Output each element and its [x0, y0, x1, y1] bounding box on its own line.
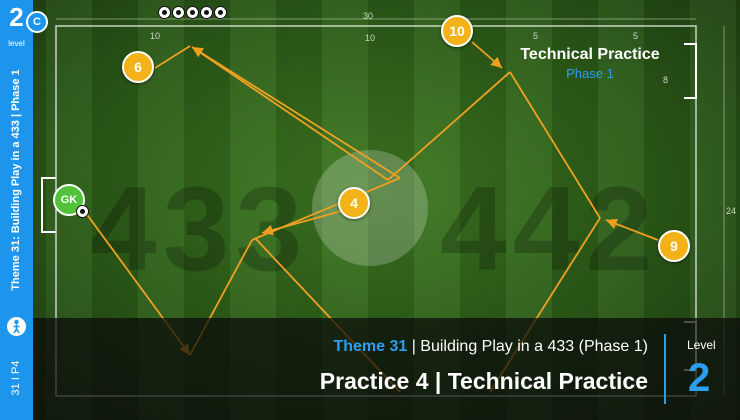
dim-mid-10: 10 [365, 33, 376, 43]
practice-title: Technical Practice [520, 46, 660, 63]
ball-icon [200, 6, 213, 19]
ball-icon [186, 6, 199, 19]
practice-phase: Phase 1 [566, 66, 614, 81]
sidebar-level-label: level [8, 39, 25, 48]
ball-icon [172, 6, 185, 19]
player-6-marker[interactable]: 6 [122, 51, 154, 83]
sidebar-practice-code: 31 I P4 [10, 360, 22, 396]
theme-number: Theme 31 [333, 338, 408, 355]
overlay-divider [664, 334, 666, 404]
ball-icon [76, 205, 89, 218]
player-4-marker[interactable]: 4 [338, 187, 370, 219]
dim-top-width: 30 [363, 11, 374, 21]
right-goal-top [684, 43, 697, 99]
sidebar-theme-title: Theme 31: Building Play in a 433 | Phase… [10, 69, 22, 291]
left-goal [41, 177, 56, 233]
overlay-level-value: 2 [688, 356, 711, 400]
player-10-marker[interactable]: 10 [441, 15, 473, 47]
sidebar: 2 level Theme 31: Building Play in a 433… [0, 0, 33, 420]
info-overlay: Theme 31 | Building Play in a 433 (Phase… [33, 318, 740, 420]
practice-heading: Practice 4 | Technical Practice [319, 368, 648, 394]
run-line [261, 209, 346, 236]
player-9-marker[interactable]: 9 [658, 230, 690, 262]
run-line [191, 46, 389, 181]
run-line [471, 41, 503, 69]
run-line [191, 46, 401, 179]
theme-description: | Building Play in a 433 (Phase 1) [407, 338, 648, 355]
overlay-level-label: Level [687, 338, 716, 352]
theme-line: Theme 31 | Building Play in a 433 (Phase… [333, 338, 648, 356]
dim-left-10: 10 [150, 31, 161, 41]
formation-right-watermark: 442 [440, 162, 659, 296]
run-line [509, 71, 601, 219]
run-line [154, 45, 191, 69]
run-line [605, 218, 659, 241]
run-line [387, 71, 511, 181]
sidebar-level-number: 2 [9, 2, 24, 32]
ball-icon [158, 6, 171, 19]
dim-side-24: 24 [726, 206, 737, 216]
dim-side-8: 8 [663, 75, 669, 85]
player-figure-icon [7, 317, 26, 336]
category-badge[interactable]: C [26, 11, 48, 33]
dim-right-5a: 5 [533, 31, 539, 41]
dim-right-5b: 5 [633, 31, 639, 41]
practice-title-box: Technical Practice Phase 1 [505, 46, 675, 81]
ball-icon [214, 6, 227, 19]
